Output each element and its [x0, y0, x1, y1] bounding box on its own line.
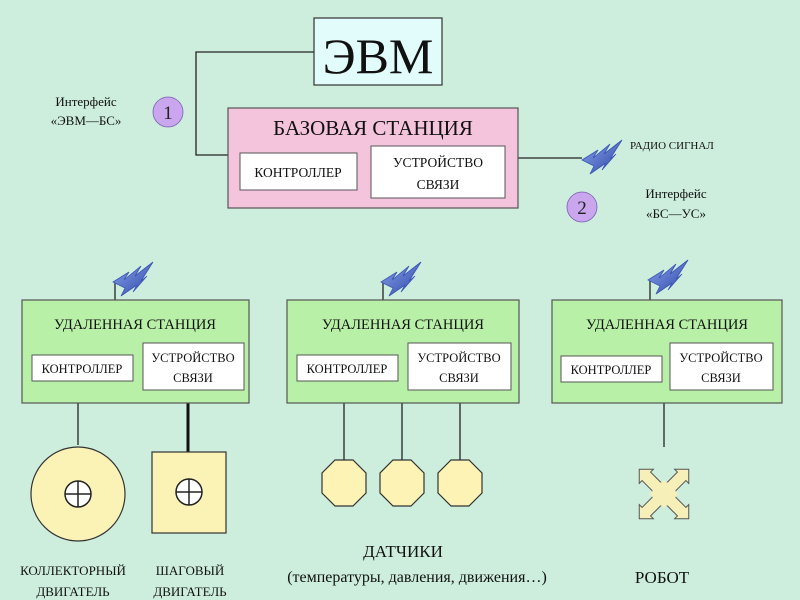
- remote-station-3-controller-box: [560, 355, 663, 383]
- sensors-subtitle: (температуры, давления, движения…): [287, 569, 547, 586]
- remote-station-3: УДАЛЕННАЯ СТАНЦИЯ КОНТРОЛЛЕР УСТРОЙСТВО …: [551, 299, 783, 404]
- evm-label: ЭВМ: [323, 28, 434, 84]
- interface-1-badge: 1: [152, 96, 184, 128]
- stepper-motor-icon: [151, 451, 227, 534]
- remote-station-3-title: УДАЛЕННАЯ СТАНЦИЯ: [586, 317, 748, 333]
- remote-station-3-comm-box: [669, 342, 774, 391]
- radio-antenna-icon: [581, 139, 623, 175]
- remote1-antenna-icon: [112, 261, 154, 297]
- remote-station-3-comm-line2: СВЯЗИ: [701, 371, 741, 385]
- remote-station-2-controller-label: КОНТРОЛЛЕР: [307, 362, 388, 376]
- stepper-motor-line1: ШАГОВЫЙ: [156, 563, 224, 578]
- remote-station-1-comm-line1: УСТРОЙСТВО: [151, 351, 234, 365]
- base-station: БАЗОВАЯ СТАНЦИЯ КОНТРОЛЛЕР УСТРОЙСТВО СВ…: [227, 107, 519, 209]
- interface-2-badge: 2: [566, 191, 598, 223]
- stepper-motor-line2: ДВИГАТЕЛЬ: [153, 584, 227, 599]
- base-controller-label: КОНТРОЛЛЕР: [254, 165, 341, 180]
- sensor-3-icon: [437, 459, 483, 507]
- interface-1-line2: «ЭВМ—БС»: [51, 113, 122, 128]
- sensors-title: ДАТЧИКИ: [363, 542, 443, 561]
- robot-label: РОБОТ: [635, 568, 690, 587]
- remote-station-2-controller-box: [296, 354, 399, 382]
- radio-signal-label: РАДИО СИГНАЛ: [630, 140, 714, 152]
- remote-station-1-title: УДАЛЕННАЯ СТАНЦИЯ: [54, 317, 216, 333]
- remote-station-1-controller-box: [31, 354, 134, 382]
- interface-1-line1: Интерфейс: [55, 94, 116, 109]
- sensor-1-icon: [321, 459, 367, 507]
- remote3-antenna-icon: [647, 259, 689, 295]
- base-comm-line1: УСТРОЙСТВО: [393, 155, 483, 170]
- base-station-title: БАЗОВАЯ СТАНЦИЯ: [273, 116, 473, 140]
- remote2-antenna-icon: [380, 261, 422, 297]
- remote-station-3-comm-line1: УСТРОЙСТВО: [679, 351, 762, 365]
- remote-station-3-controller-label: КОНТРОЛЛЕР: [571, 363, 652, 377]
- remote-station-1-comm-line2: СВЯЗИ: [173, 371, 213, 385]
- remote-station-1-controller-label: КОНТРОЛЛЕР: [42, 362, 123, 376]
- interface-2-line2: «БС—УС»: [646, 206, 706, 221]
- collector-motor-line1: КОЛЛЕКТОРНЫЙ: [20, 563, 126, 578]
- remote-station-2-comm-line2: СВЯЗИ: [439, 371, 479, 385]
- connection-lines: [77, 51, 665, 460]
- remote-station-1: УДАЛЕННАЯ СТАНЦИЯ КОНТРОЛЛЕР УСТРОЙСТВО …: [21, 299, 250, 404]
- remote-station-2: УДАЛЕННАЯ СТАНЦИЯ КОНТРОЛЛЕР УСТРОЙСТВО …: [286, 299, 520, 404]
- collector-motor-line2: ДВИГАТЕЛЬ: [36, 584, 110, 599]
- remote-station-2-comm-line1: УСТРОЙСТВО: [417, 351, 500, 365]
- remote-station-1-comm-box: [142, 342, 245, 391]
- robot-icon: [638, 468, 690, 520]
- base-comm-line2: СВЯЗИ: [417, 177, 460, 192]
- remote-station-2-title: УДАЛЕННАЯ СТАНЦИЯ: [322, 317, 484, 333]
- base-controller-box: [239, 152, 358, 191]
- sensor-2-icon: [379, 459, 425, 507]
- collector-motor-icon: [30, 446, 126, 542]
- interface-2-number: 2: [577, 198, 587, 219]
- interface-1-number: 1: [163, 103, 173, 124]
- evm-box: ЭВМ: [313, 17, 443, 86]
- remote-station-2-comm-box: [407, 342, 512, 391]
- base-comm-box: [370, 145, 506, 199]
- evm-to-base-line: [195, 51, 314, 156]
- interface-2-line1: Интерфейс: [645, 186, 706, 201]
